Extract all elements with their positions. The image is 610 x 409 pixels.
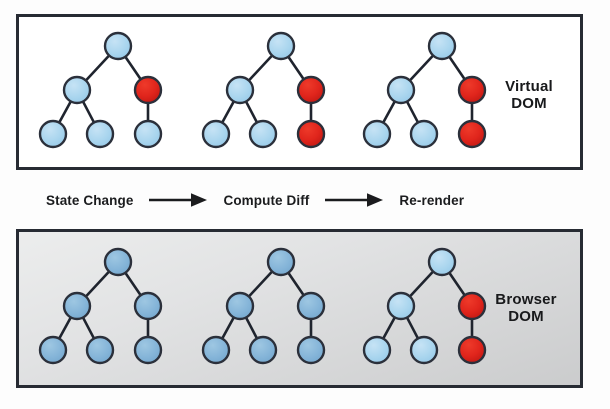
flow-step-re-render: Re-render — [399, 192, 465, 208]
tree-edges — [57, 53, 474, 342]
tree-edge — [381, 98, 397, 126]
tree-edge — [83, 53, 112, 83]
tree-edge — [57, 98, 73, 126]
tree-node-blue — [133, 119, 163, 149]
tree-edge — [407, 269, 436, 299]
tree-node-red — [457, 291, 487, 321]
tree-node-red — [296, 119, 326, 149]
tree-node-blue — [409, 335, 439, 365]
tree-node-red — [457, 119, 487, 149]
tree-node-blue — [225, 75, 255, 105]
tree-edge — [405, 314, 420, 342]
tree-node-red — [457, 335, 487, 365]
tree-edge — [220, 314, 236, 342]
tree-edge — [447, 54, 467, 82]
tree-edge — [381, 314, 397, 342]
tree-node-red — [296, 75, 326, 105]
tree-node-steel — [62, 291, 92, 321]
tree-edge — [244, 314, 259, 342]
tree-edge — [286, 54, 306, 82]
arrow-right-icon — [325, 193, 384, 207]
tree-node-steel — [296, 335, 326, 365]
tree-edge — [220, 98, 236, 126]
tree-node-steel — [103, 247, 133, 277]
tree-edge — [286, 270, 306, 298]
tree-node-blue — [362, 335, 392, 365]
tree-node-blue — [266, 31, 296, 61]
tree-node-blue — [427, 247, 457, 277]
tree-node-steel — [248, 335, 278, 365]
tree-node-blue — [201, 119, 231, 149]
tree-edge — [123, 54, 143, 82]
tree-node-steel — [296, 291, 326, 321]
virtual-dom-label: Virtual DOM — [505, 78, 553, 112]
tree-node-steel — [225, 291, 255, 321]
tree-edge — [447, 270, 467, 298]
tree-node-steel — [38, 335, 68, 365]
tree-node-blue — [103, 31, 133, 61]
tree-edge — [83, 269, 112, 299]
tree-edge — [123, 270, 143, 298]
tree-node-red — [457, 75, 487, 105]
tree-node-blue — [427, 31, 457, 61]
tree-node-blue — [85, 119, 115, 149]
tree-node-steel — [85, 335, 115, 365]
tree-node-steel — [201, 335, 231, 365]
tree-node-blue — [362, 119, 392, 149]
tree-nodes — [38, 31, 487, 365]
tree-node-blue — [248, 119, 278, 149]
tree-node-steel — [266, 247, 296, 277]
tree-edge — [407, 53, 436, 83]
tree-edge — [405, 98, 420, 126]
flow-step-state-change: State Change — [46, 192, 134, 208]
tree-node-steel — [133, 291, 163, 321]
tree-edge — [246, 53, 275, 83]
tree-edge — [81, 314, 96, 342]
tree-edge — [244, 98, 259, 126]
flow-row: State Change Compute Diff Re-render — [16, 178, 583, 222]
tree-node-blue — [386, 291, 416, 321]
tree-node-blue — [386, 75, 416, 105]
tree-edge — [57, 314, 73, 342]
tree-node-steel — [133, 335, 163, 365]
tree-edge — [81, 98, 96, 126]
tree-node-red — [133, 75, 163, 105]
flow-step-compute-diff: Compute Diff — [223, 192, 310, 208]
tree-node-blue — [409, 119, 439, 149]
browser-dom-label: Browser DOM — [495, 291, 557, 325]
tree-node-blue — [62, 75, 92, 105]
arrow-right-icon — [149, 193, 208, 207]
tree-edge — [246, 269, 275, 299]
tree-node-blue — [38, 119, 68, 149]
